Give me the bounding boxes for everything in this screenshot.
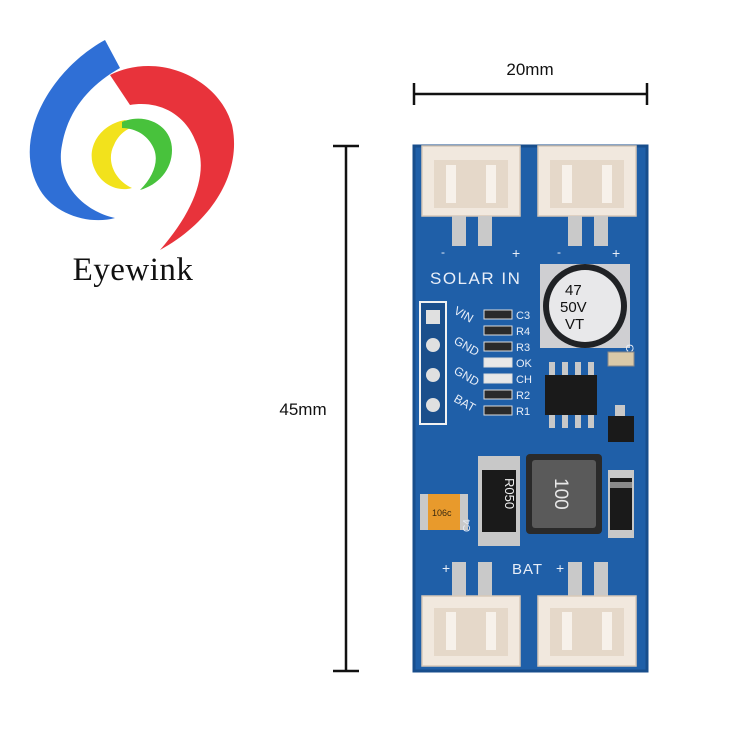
- part-label-r4: R4: [516, 326, 530, 338]
- brand-name: Eyewink: [72, 252, 194, 288]
- eyewink-logo-icon: [29, 40, 235, 250]
- width-dimension-label: 20mm: [506, 60, 554, 79]
- ic-chip: [545, 362, 597, 428]
- polarity-minus-tr: -: [557, 245, 561, 259]
- pcb-substrate: [414, 146, 647, 671]
- part-label-r1: R1: [516, 406, 530, 418]
- capacitor-value: 47: [565, 282, 582, 299]
- inductor-marking: 100: [550, 478, 571, 510]
- part-label-r3: R3: [516, 342, 530, 354]
- battery-connector-left: [421, 562, 521, 667]
- height-dimension-label: 45mm: [279, 400, 327, 419]
- part-label-r2: R2: [516, 390, 530, 402]
- capacitor-voltage: 50V: [560, 299, 587, 316]
- sense-resistor-marking: R050: [502, 478, 517, 509]
- diode: [608, 470, 634, 538]
- polarity-plus-tr: +: [612, 245, 620, 261]
- power-inductor: 100: [526, 454, 602, 534]
- sense-resistor: R050: [478, 456, 520, 546]
- tantalum-capacitor: 106c: [420, 494, 468, 530]
- pin-header: [419, 301, 447, 425]
- polarity-minus-tl: -: [441, 245, 445, 259]
- part-label-c3: C3: [516, 310, 530, 322]
- bat-label: BAT: [512, 561, 543, 578]
- tantalum-marking: 106c: [432, 508, 452, 518]
- electrolytic-capacitor: 47 50V VT: [540, 264, 630, 348]
- polarity-plus-bl: +: [442, 560, 450, 576]
- battery-connector-right: [537, 562, 637, 667]
- capacitor-series: VT: [565, 316, 584, 333]
- polarity-plus-tl: +: [512, 245, 520, 261]
- solar-in-label: SOLAR IN: [430, 269, 521, 288]
- solar-connector-right: [537, 145, 637, 246]
- c4-label: C4: [462, 519, 473, 532]
- polarity-plus-br: +: [556, 560, 564, 576]
- solar-connector-left: [421, 145, 521, 246]
- part-label-ch: CH: [516, 374, 532, 386]
- smd-resistor-column: [483, 309, 513, 416]
- part-label-ok: OK: [516, 358, 533, 370]
- transistor: [608, 405, 634, 442]
